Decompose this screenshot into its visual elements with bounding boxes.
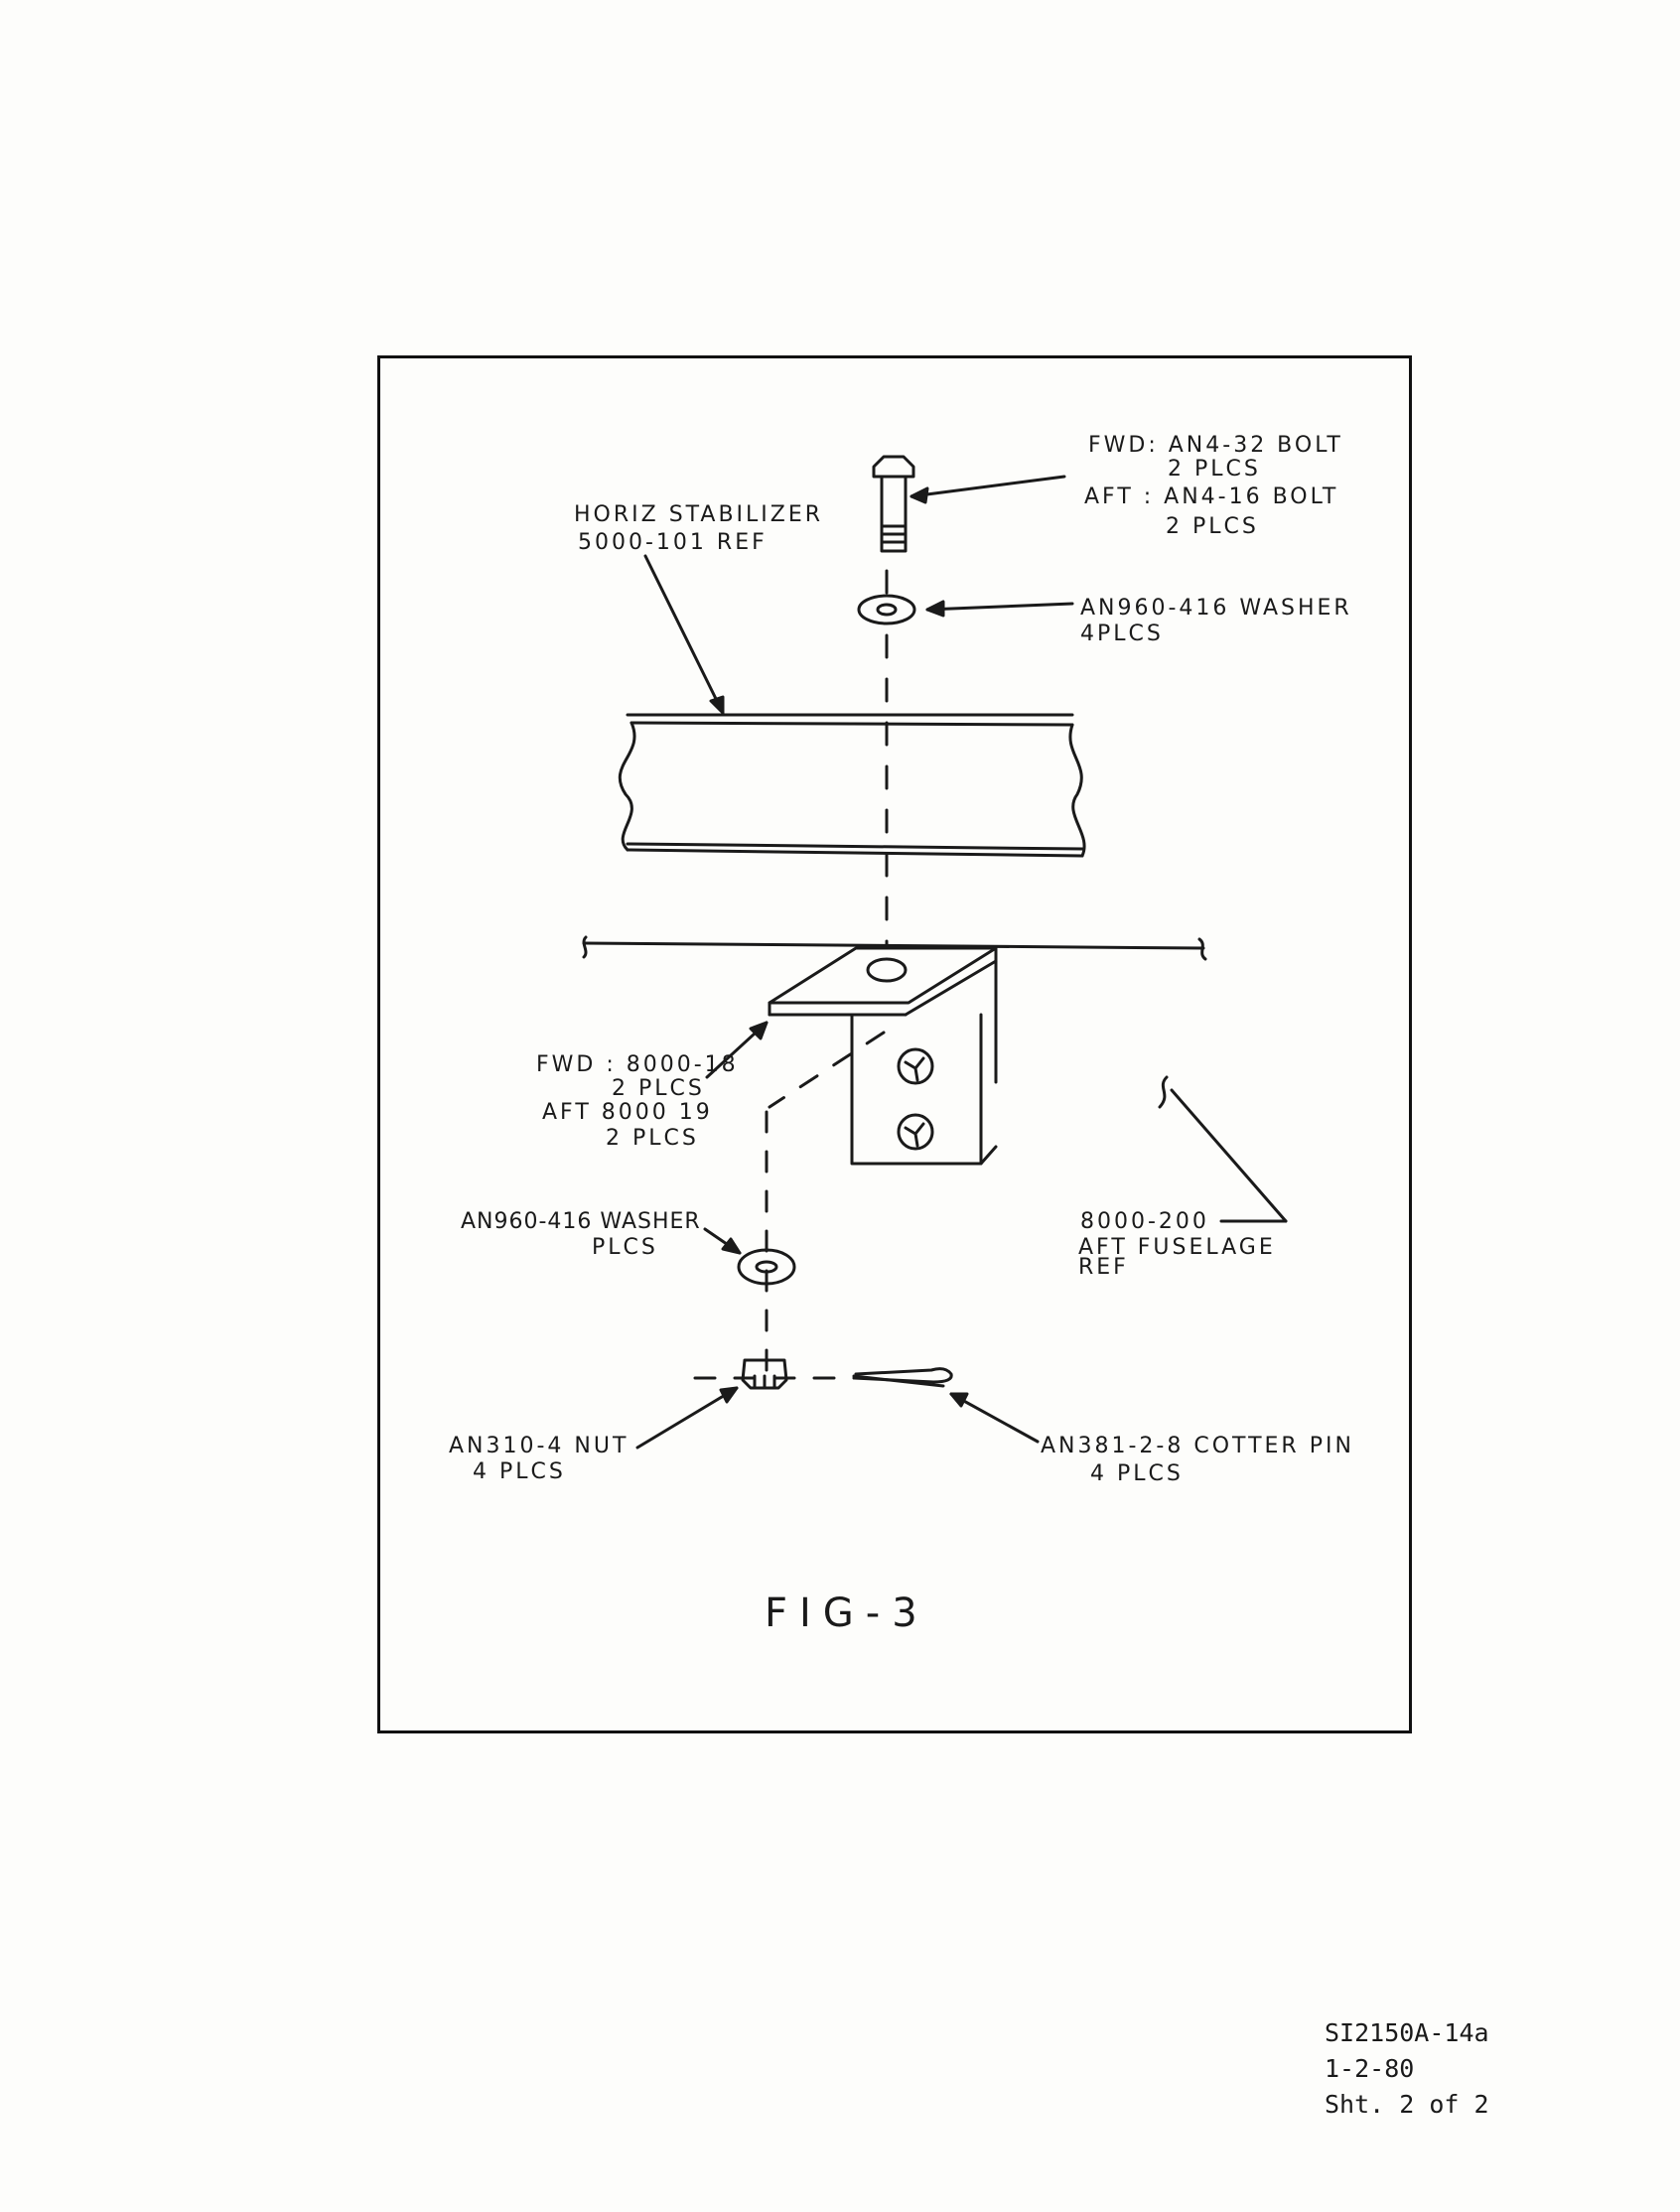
cotter-pin-label-line1: AN381-2-8 COTTER PIN [1041, 1434, 1354, 1458]
fuselage-label-line3: REF [1078, 1255, 1129, 1280]
lower-washer-label-line1: AN960-416 WASHER [461, 1209, 701, 1234]
assembly-path [693, 1031, 886, 1380]
figure-caption: FIG-3 [765, 1590, 929, 1636]
leader-lines [635, 475, 1288, 1450]
nut-label-line1: AN310-4 NUT [449, 1434, 630, 1458]
nut-label-line2: 4 PLCS [473, 1459, 566, 1484]
bolt-label-line2: 2 PLCS [1168, 457, 1261, 482]
document-id-block: SI2150A-14a 1-2-80 Sht. 2 of 2 [1325, 2015, 1489, 2123]
horizontal-stabilizer-part [618, 713, 1086, 858]
top-washer-part [857, 594, 916, 625]
bolt-part [872, 455, 915, 553]
stabilizer-label-line1: HORIZ STABILIZER [574, 502, 824, 527]
stabilizer-label-line2: 5000-101 REF [578, 530, 768, 555]
bolt-label-line4: 2 PLCS [1166, 514, 1259, 539]
bracket-label-line1: FWD : 8000-18 [536, 1052, 739, 1077]
lower-washer-label-line2: PLCS [592, 1235, 658, 1260]
fuselage-skin-line [582, 935, 1207, 961]
bolt-label-line3: AFT : AN4-16 BOLT [1084, 484, 1339, 509]
bracket-label-line4: 2 PLCS [606, 1126, 699, 1151]
top-washer-label-line2: 4PLCS [1080, 622, 1164, 646]
document-number: SI2150A-14a [1325, 2018, 1489, 2047]
castle-nut-part [741, 1358, 788, 1390]
top-washer-label-line1: AN960-416 WASHER [1080, 596, 1352, 621]
lower-washer-part [737, 1248, 796, 1286]
bracket-label-line3: AFT 8000 19 [542, 1100, 713, 1125]
figure-frame [377, 355, 1412, 1733]
fuselage-label-line1: 8000-200 [1080, 1209, 1209, 1234]
sheet-number: Sht. 2 of 2 [1325, 2090, 1489, 2119]
cotter-pin-part [852, 1367, 953, 1388]
fuselage-label-line2: AFT FUSELAGE [1078, 1235, 1276, 1260]
angle-bracket-part [768, 946, 998, 1166]
bracket-label-line2: 2 PLCS [612, 1076, 705, 1101]
fuselage-break-mark [1158, 1075, 1169, 1109]
cotter-pin-label-line2: 4 PLCS [1090, 1461, 1184, 1486]
bolt-label-line1: FWD: AN4-32 BOLT [1088, 433, 1343, 458]
document-date: 1-2-80 [1325, 2054, 1415, 2083]
